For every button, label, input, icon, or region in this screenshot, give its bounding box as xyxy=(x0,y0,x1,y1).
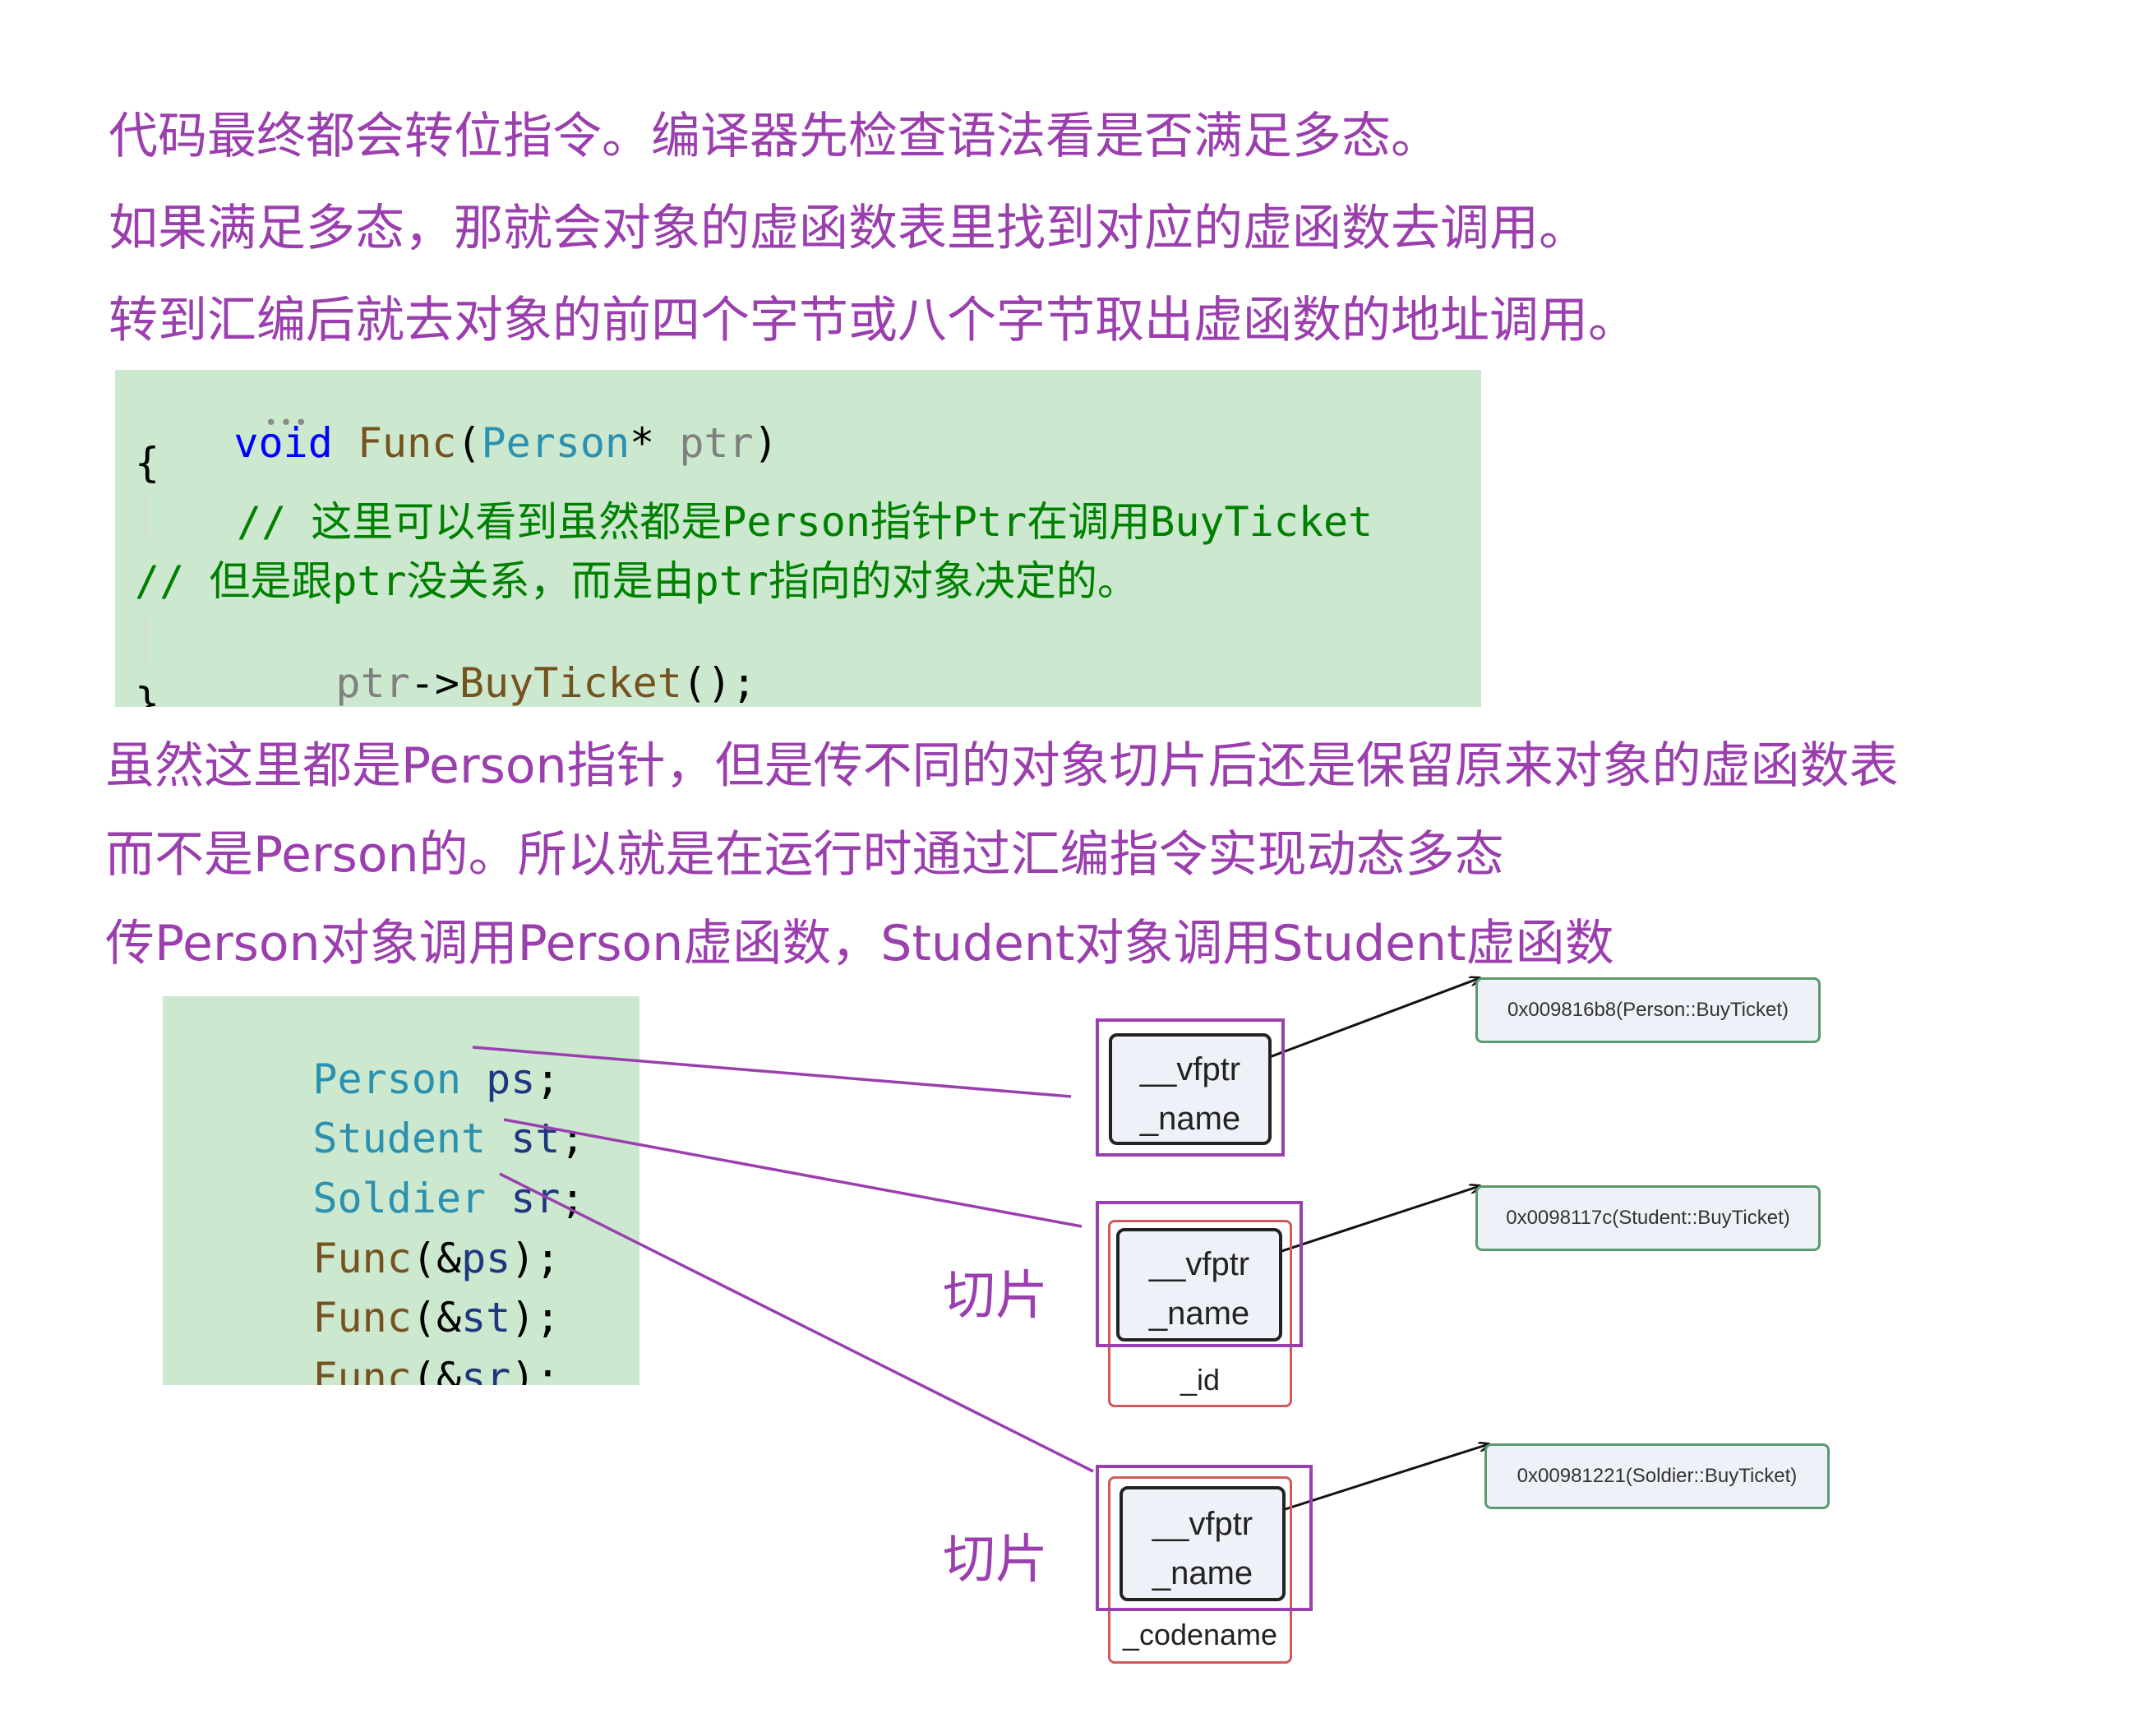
student-name-field: _name xyxy=(1148,1295,1250,1332)
call-fn: Func xyxy=(312,1354,412,1385)
call-func-st: Func(&st); xyxy=(214,1256,561,1379)
student-object-fields: __vfptr _name xyxy=(1116,1228,1282,1341)
func-signature-line: void Func(Person* ptr) xyxy=(135,381,778,505)
main-code-block: Person ps; Student st; Soldier sr; Func(… xyxy=(163,996,639,1385)
call-method: BuyTicket xyxy=(459,659,682,707)
brace-open: { xyxy=(135,439,160,487)
soldier-derived-object: _codename xyxy=(1108,1476,1292,1664)
note-line-5: 而不是Person的。所以就是在运行时通过汇编指令实现动态多态 xyxy=(105,826,1504,884)
semicolon: ; xyxy=(535,1055,561,1103)
soldier-slice-frame: __vfptr _name xyxy=(1096,1465,1313,1611)
call-open: (& xyxy=(411,1294,462,1341)
person-vtable-entry: 0x009816b8(Person::BuyTicket) xyxy=(1475,977,1821,1043)
call-arg: sr xyxy=(461,1354,511,1385)
func-name: Func xyxy=(357,419,457,467)
soldier-object-fields: __vfptr _name xyxy=(1120,1486,1286,1601)
note-line-4: 虽然这里都是Person指针，但是传不同的对象切片后还是保留原来对象的虚函数表 xyxy=(105,737,1899,795)
buyticket-call-line: ptr->BuyTicket(); xyxy=(237,621,756,707)
slice-label-student: 切片 xyxy=(943,1266,1048,1327)
decl-var: ps xyxy=(486,1055,536,1103)
semicolon: ; xyxy=(560,1115,585,1162)
person-vfptr-field: __vfptr xyxy=(1139,1051,1241,1087)
note-line-1: 代码最终都会转位指令。编译器先检查语法看是否满足多态。 xyxy=(108,108,1440,165)
call-close: ); xyxy=(510,1354,561,1385)
call-fn: Func xyxy=(312,1294,412,1341)
person-object-fields: __vfptr _name xyxy=(1109,1033,1272,1145)
note-line-3: 转到汇编后就去对象的前四个字节或八个字节取出虚函数的地址调用。 xyxy=(108,292,1637,349)
call-arg: st xyxy=(461,1294,511,1341)
student-slice-frame: __vfptr _name xyxy=(1096,1201,1303,1347)
indent-guide xyxy=(145,616,147,663)
person-name-field: _name xyxy=(1139,1101,1241,1137)
soldier-vfptr-arrow xyxy=(1253,1444,1489,1521)
note-line-6: 传Person对象调用Person虚函数，Student对象调用Student虚… xyxy=(105,915,1614,972)
soldier-vtable-entry: 0x00981221(Soldier::BuyTicket) xyxy=(1484,1443,1830,1509)
decl-soldier: Soldier sr; xyxy=(214,1137,585,1260)
call-close: ); xyxy=(510,1235,561,1282)
ellipsis-hint-icon: ••• xyxy=(265,411,311,436)
call-open: (& xyxy=(411,1354,462,1385)
student-id-field: _id xyxy=(1180,1363,1221,1397)
soldier-vfptr-field: __vfptr xyxy=(1152,1506,1253,1542)
st-link-line xyxy=(503,1118,1083,1228)
arrow-operator: -> xyxy=(409,659,459,707)
open-paren: ( xyxy=(456,419,482,467)
func-code-block: void Func(Person* ptr) ••• { // 这里可以看到虽然… xyxy=(115,370,1481,707)
decl-type: Student xyxy=(312,1115,487,1162)
call-tail: (); xyxy=(681,659,757,707)
semicolon: ; xyxy=(560,1175,585,1222)
sr-link-line xyxy=(499,1172,1094,1473)
call-arg: ps xyxy=(461,1235,511,1282)
note-line-2: 如果满足多态，那就会对象的虚函数表里找到对应的虚函数去调用。 xyxy=(108,200,1588,257)
keyword-void: void xyxy=(233,419,333,467)
call-func-sr: Func(&sr); xyxy=(214,1316,561,1385)
call-object: ptr xyxy=(335,659,410,707)
pointer-star: * xyxy=(630,419,655,467)
call-fn: Func xyxy=(312,1235,412,1282)
call-open: (& xyxy=(411,1235,462,1282)
soldier-name-field: _name xyxy=(1152,1555,1253,1591)
call-func-ps: Func(&ps); xyxy=(214,1197,561,1320)
decl-type: Soldier xyxy=(312,1175,487,1222)
student-vtable-entry: 0x0098117c(Student::BuyTicket) xyxy=(1475,1185,1821,1251)
slice-label-soldier: 切片 xyxy=(943,1530,1048,1591)
student-derived-object: _id xyxy=(1108,1220,1292,1407)
param-type: Person xyxy=(481,419,630,467)
comment-line-2: // 但是跟ptr没关系，而是由ptr指向的对象决定的。 xyxy=(135,557,1138,605)
param-name: ptr xyxy=(679,419,754,467)
indent-guide xyxy=(145,493,147,539)
person-object: __vfptr _name xyxy=(1096,1018,1285,1157)
brace-close: } xyxy=(135,679,160,707)
student-vfptr-field: __vfptr xyxy=(1148,1246,1250,1282)
person-vfptr-arrow xyxy=(1247,978,1480,1067)
close-paren: ) xyxy=(753,419,778,467)
call-close: ); xyxy=(510,1294,561,1341)
soldier-vtable-address: 0x00981221(Soldier::BuyTicket) xyxy=(1517,1465,1798,1487)
ps-link-line xyxy=(472,1046,1072,1098)
soldier-codename-field: _codename xyxy=(1122,1618,1278,1651)
comment-line-1: // 这里可以看到虽然都是Person指针Ptr在调用BuyTicket xyxy=(237,498,1373,546)
decl-type: Person xyxy=(312,1055,462,1103)
person-vtable-address: 0x009816b8(Person::BuyTicket) xyxy=(1507,999,1789,1021)
decl-person: Person ps; xyxy=(214,1018,560,1141)
student-vtable-address: 0x0098117c(Student::BuyTicket) xyxy=(1506,1207,1790,1229)
